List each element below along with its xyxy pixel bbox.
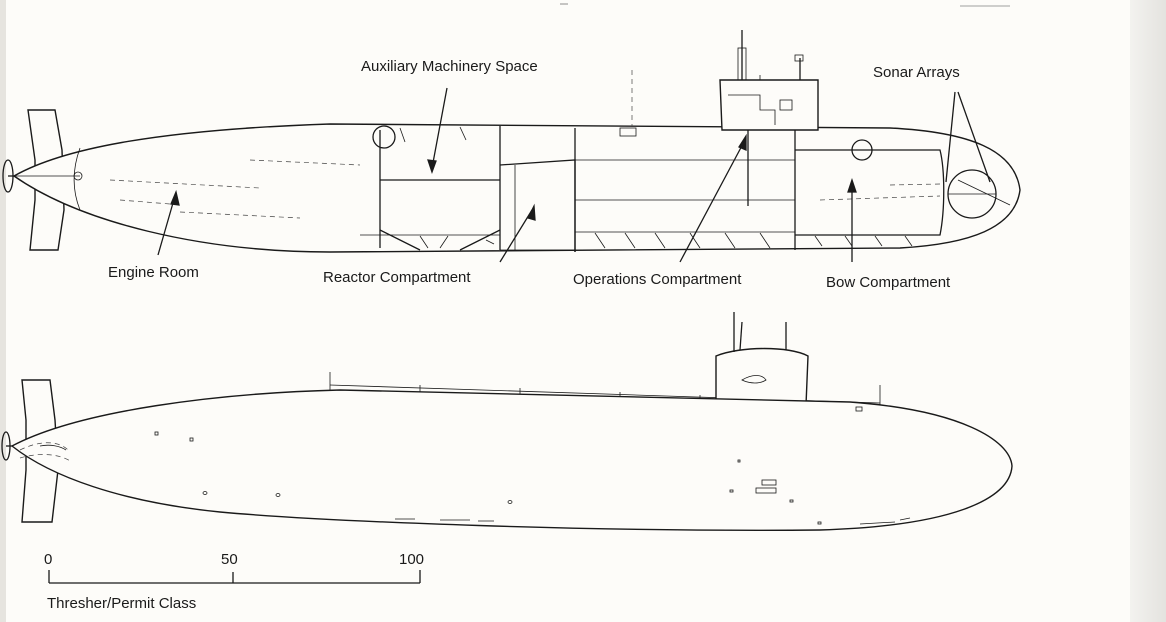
scale-bar: 0 50 100 Thresher/Permit Class [44, 551, 424, 612]
sail-top [719, 30, 819, 131]
exterior-profile [1, 312, 1013, 531]
sonar-sphere [947, 169, 1011, 219]
hull-features [154, 406, 911, 525]
page-top-remnant [560, 3, 1010, 7]
scale-tick-0: 0 [44, 551, 52, 568]
label-sonar-arrays: Sonar Arrays [873, 64, 960, 81]
page-edge-right [1130, 0, 1166, 622]
scale-caption: Thresher/Permit Class [47, 595, 196, 612]
engine-room-interior [73, 147, 361, 219]
leader-lines-top [157, 87, 991, 263]
label-engine-room: Engine Room [108, 264, 199, 281]
label-bow-compartment: Bow Compartment [826, 274, 951, 291]
bow-compartment [795, 139, 945, 247]
scale-tick-100: 100 [399, 551, 424, 568]
page-edge-left [0, 0, 6, 622]
aux-machinery-space [360, 125, 501, 251]
label-auxiliary-machinery-space: Auxiliary Machinery Space [361, 58, 538, 75]
hull-outline-bottom [10, 389, 1013, 531]
label-operations-compartment: Operations Compartment [573, 271, 742, 288]
hull-outline-top [12, 123, 1021, 253]
label-reactor-compartment: Reactor Compartment [323, 269, 471, 286]
scale-tick-50: 50 [221, 551, 238, 568]
stern-stipple [19, 442, 73, 463]
sail-bottom [715, 312, 809, 406]
cutaway-profile: Auxiliary Machinery Space Sonar Arrays E… [2, 30, 1021, 291]
operations-compartment [574, 70, 796, 252]
